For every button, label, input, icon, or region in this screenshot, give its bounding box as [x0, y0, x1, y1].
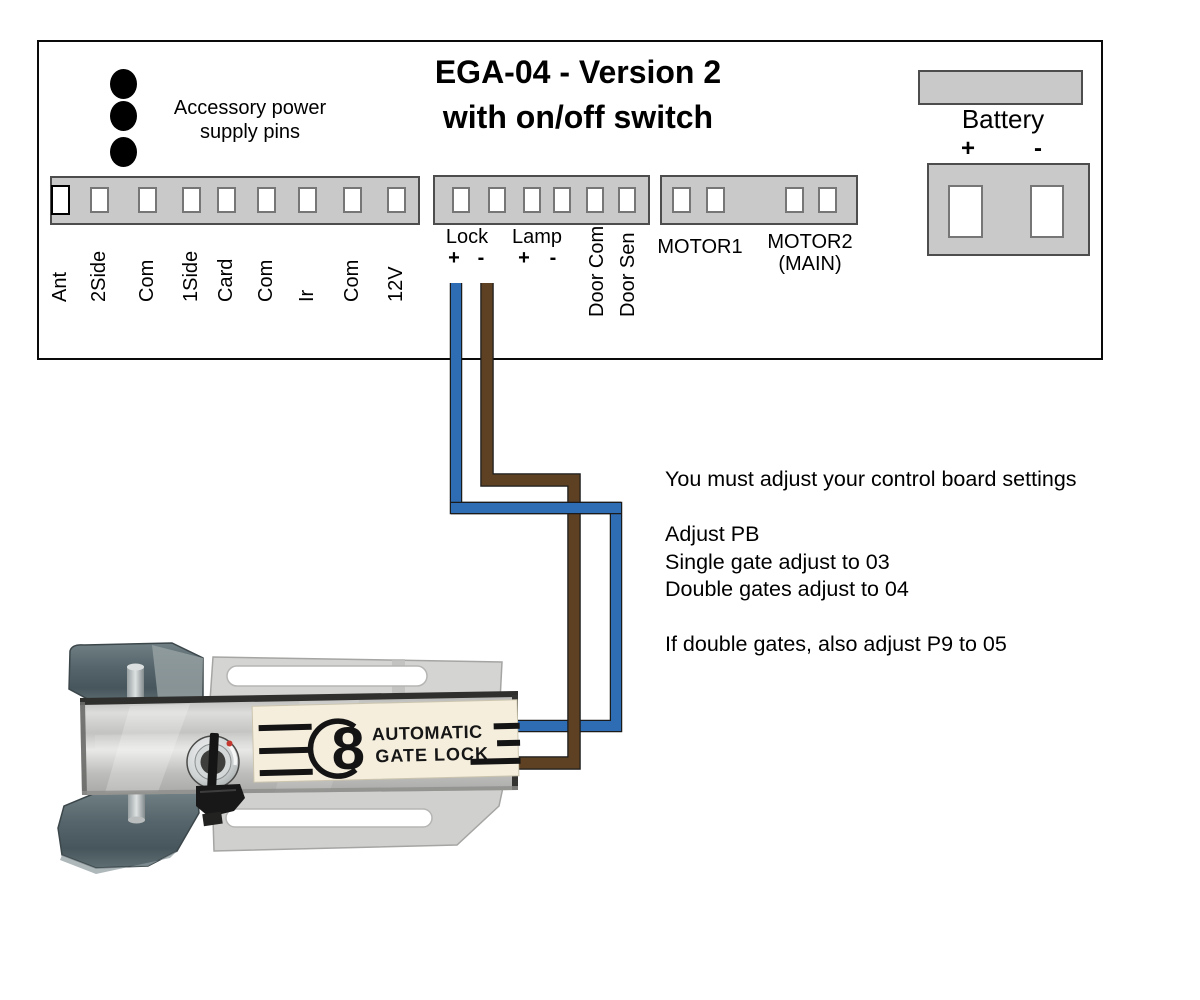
key-blade — [207, 732, 219, 792]
lock-minus-label: - — [477, 247, 485, 269]
board-title: EGA-04 - Version 2 with on/off switch — [435, 50, 721, 140]
terminal-pin-com1 — [138, 187, 157, 213]
terminal-pin-1side — [182, 187, 201, 213]
lock-body-left-edge — [80, 702, 87, 795]
lock-bottom-slot — [225, 808, 433, 828]
motor1-label: MOTOR1 — [657, 236, 743, 258]
terminal-pin-ir — [298, 187, 317, 213]
lock-body-bottom-edge — [82, 786, 518, 795]
terminal-pin-com3 — [343, 187, 362, 213]
note-line: Double gates adjust to 04 — [665, 577, 909, 601]
terminal-pin-motor1-a — [672, 187, 691, 213]
terminal-pin-lock-plus — [452, 187, 470, 213]
lock-bottom-bolt — [128, 788, 145, 820]
terminal-pin-12v — [387, 187, 406, 213]
note-line: If double gates, also adjust P9 to 05 — [665, 632, 1007, 656]
board-title-line1: EGA-04 - Version 2 — [434, 54, 722, 90]
brand-logo-arc-icon — [307, 718, 358, 779]
battery-plus-label: + — [960, 135, 976, 162]
battery-pin-minus — [1030, 185, 1064, 238]
label-background — [251, 699, 520, 783]
motor2-label: MOTOR2 — [767, 231, 853, 253]
key-head-tab — [202, 811, 223, 827]
red-dot-icon — [226, 740, 233, 747]
lamp-minus-label: - — [549, 247, 557, 269]
terminal-pin-ant — [51, 185, 70, 215]
label-text-automatic: AUTOMATIC — [372, 722, 483, 745]
lock-top-slot — [226, 665, 428, 687]
note-line: Adjust PB — [665, 522, 760, 546]
lock-top-bracket-face — [152, 645, 203, 700]
lock-bottom-bolt-cap — [128, 816, 145, 824]
terminal-pin-lamp-plus — [523, 187, 541, 213]
note-line: You must adjust your control board setti… — [665, 467, 1077, 491]
terminal-pin-door-com — [586, 187, 604, 213]
lock-negative-wire — [480, 283, 581, 770]
lock-label: Lock — [445, 226, 489, 248]
terminal-pin-lock-minus — [488, 187, 506, 213]
motor2-main-label: (MAIN) — [778, 253, 842, 275]
accessory-pin-dot-icon — [110, 101, 137, 131]
terminal-pin-lamp-minus — [553, 187, 571, 213]
label-stripe — [497, 739, 521, 747]
lock-body-top-edge — [80, 691, 518, 705]
label-stripe — [493, 722, 520, 730]
label-text-gate-lock: GATE LOCK — [375, 743, 489, 766]
accessory-note-line2: supply pins — [199, 121, 301, 143]
terminal-pin-motor1-b — [706, 187, 725, 213]
gate-lock-assembly: 8 AUTOMATIC GATE LOCK — [57, 642, 521, 874]
terminal-pin-card — [217, 187, 236, 213]
accessory-pin-dot-icon — [110, 69, 137, 99]
battery-minus-label: - — [1034, 135, 1042, 162]
settings-notes: You must adjust your control board setti… — [665, 466, 1077, 659]
brand-logo-8: 8 — [331, 715, 366, 783]
lamp-label: Lamp — [511, 226, 563, 248]
onoff-switch-bar — [918, 70, 1083, 105]
accessory-pins-note: Accessory power supply pins — [174, 96, 326, 144]
terminal-pin-motor2-b — [818, 187, 837, 213]
lock-body-sheen — [105, 704, 190, 793]
label-stripe — [259, 768, 313, 777]
lock-brand-label: 8 AUTOMATIC GATE LOCK — [251, 699, 521, 783]
lock-bottom-bracket-edge — [60, 851, 177, 874]
label-stripe — [259, 746, 313, 755]
note-line: Single gate adjust to 03 — [665, 549, 890, 574]
lock-top-bolt-cap — [127, 663, 144, 671]
battery-label: Battery — [961, 104, 1045, 134]
lock-top-bolt — [127, 666, 144, 703]
terminal-pin-com2 — [257, 187, 276, 213]
accessory-note-line1: Accessory power — [173, 97, 327, 119]
board-title-line2: with on/off switch — [442, 99, 714, 135]
accessory-pin-dot-icon — [110, 137, 137, 167]
lamp-plus-label: + — [518, 247, 530, 269]
label-stripe — [258, 723, 312, 732]
terminal-pin-2side — [90, 187, 109, 213]
battery-pin-plus — [948, 185, 983, 238]
label-stripe — [470, 757, 521, 765]
key-head-glint — [199, 789, 237, 793]
terminal-pin-door-sen — [618, 187, 636, 213]
terminal-pin-motor2-a — [785, 187, 804, 213]
lock-plus-label: + — [448, 247, 460, 269]
